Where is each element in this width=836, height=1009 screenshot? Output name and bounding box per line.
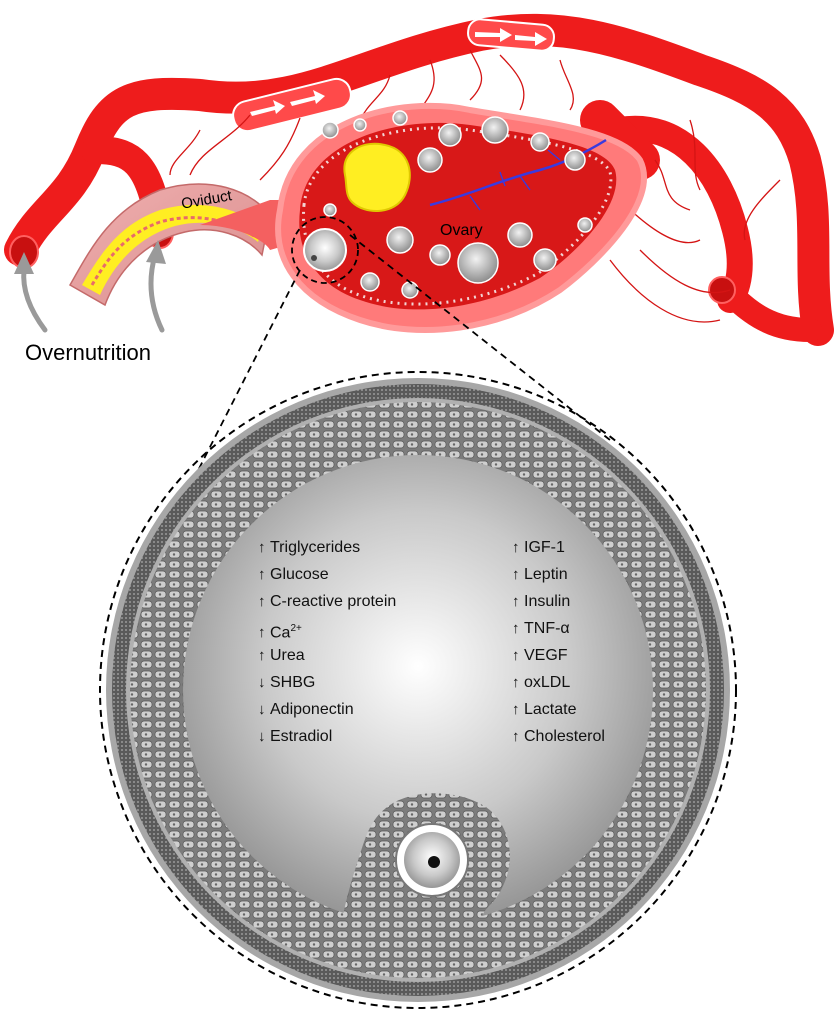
arrow-up-icon: ↑ [512, 565, 522, 585]
marker-label: Glucose [270, 566, 329, 583]
enlarged-follicle [100, 372, 736, 1009]
marker-label: VEGF [524, 647, 568, 664]
arrow-down-icon: ↓ [258, 727, 268, 747]
marker-label: Urea [270, 647, 305, 664]
marker-item: ↑Lactate [512, 700, 605, 727]
ovary [278, 106, 644, 330]
marker-label: SHBG [270, 674, 315, 691]
arrow-up-icon: ↑ [512, 727, 522, 747]
marker-item: ↓Adiponectin [258, 700, 396, 727]
artery-right-end [725, 290, 810, 330]
marker-item: ↑TNF-α [512, 619, 605, 646]
marker-item: ↑Urea [258, 646, 396, 673]
ovary-label: Ovary [440, 222, 483, 240]
marker-label: TNF-α [524, 620, 570, 637]
arrow-up-icon: ↑ [512, 592, 522, 612]
marker-item: ↓SHBG [258, 673, 396, 700]
arrow-down-icon: ↓ [258, 700, 268, 720]
marker-item: ↑Insulin [512, 592, 605, 619]
marker-label: Triglycerides [270, 539, 360, 556]
marker-item: ↑Ca2+ [258, 619, 396, 646]
marker-item: ↑Cholesterol [512, 727, 605, 754]
marker-label: Lactate [524, 701, 576, 718]
left-metabolite-list: ↑Triglycerides↑Glucose↑C-reactive protei… [258, 538, 396, 754]
arrow-up-icon: ↑ [512, 538, 522, 558]
arrow-up-icon: ↑ [512, 646, 522, 666]
arrow-up-icon: ↑ [258, 646, 268, 666]
marker-item: ↓Estradiol [258, 727, 396, 754]
arrow-up-icon: ↑ [258, 592, 268, 612]
arrow-up-icon: ↑ [512, 619, 522, 639]
marker-label: IGF-1 [524, 539, 565, 556]
corpus-luteum [344, 144, 409, 211]
arrow-up-icon: ↑ [258, 538, 268, 558]
arrow-up-icon: ↑ [512, 700, 522, 720]
marker-label: Insulin [524, 593, 570, 610]
marker-superscript: 2+ [290, 623, 301, 634]
highlighted-follicle [304, 229, 346, 271]
oocyte-nucleus [428, 856, 440, 868]
marker-label: Adiponectin [270, 701, 354, 718]
marker-item: ↑Leptin [512, 565, 605, 592]
marker-label: Cholesterol [524, 728, 605, 745]
marker-item: ↑Triglycerides [258, 538, 396, 565]
marker-label: Ca [270, 624, 290, 641]
arrow-up-icon: ↑ [258, 623, 268, 643]
marker-item: ↑C-reactive protein [258, 592, 396, 619]
overnutrition-label: Overnutrition [25, 340, 151, 366]
marker-item: ↑IGF-1 [512, 538, 605, 565]
marker-label: oxLDL [524, 674, 570, 691]
right-metabolite-list: ↑IGF-1↑Leptin↑Insulin↑TNF-α↑VEGF↑oxLDL↑L… [512, 538, 605, 754]
marker-label: Leptin [524, 566, 568, 583]
marker-label: C-reactive protein [270, 593, 396, 610]
arrow-up-icon: ↑ [258, 565, 268, 585]
marker-item: ↑oxLDL [512, 673, 605, 700]
arrow-up-icon: ↑ [512, 673, 522, 693]
marker-item: ↑Glucose [258, 565, 396, 592]
arrow-down-icon: ↓ [258, 673, 268, 693]
marker-item: ↑VEGF [512, 646, 605, 673]
marker-label: Estradiol [270, 728, 332, 745]
